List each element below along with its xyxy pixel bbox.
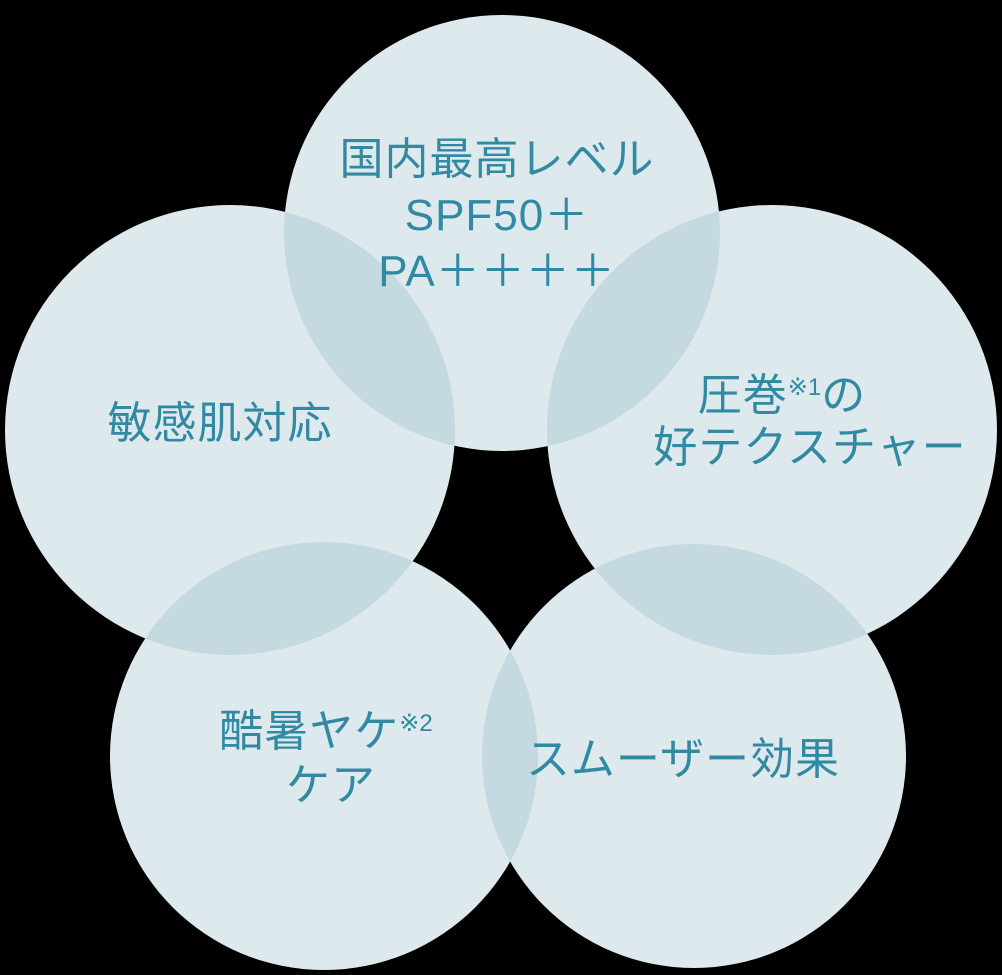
label-right-line2: 好テクスチャー	[653, 423, 967, 472]
label-right-line1-main: 圧巻	[697, 371, 788, 420]
label-bottom-left-line1: 酷暑ヤケ※2	[106, 705, 546, 759]
label-left-line1: 敏感肌対応	[107, 399, 333, 448]
label-top-line1: 国内最高レベル	[339, 135, 655, 184]
footnote-marker-1: ※1	[787, 374, 822, 401]
overlap-top-right-lens	[547, 205, 720, 451]
label-right-line1: 圧巻※1の	[562, 370, 1002, 422]
label-bottom-left-line2: ケア	[286, 761, 376, 810]
overlap-top-left-lens	[284, 205, 455, 451]
label-bottom-left-line1-main: 酷暑ヤケ	[219, 707, 400, 756]
label-bottom-right-line1: スムーザー効果	[525, 735, 841, 784]
footnote-marker-2: ※2	[399, 710, 433, 737]
label-right-line1-tail: の	[821, 371, 867, 420]
label-top-line2: SPF50＋	[404, 191, 590, 240]
label-top-line3: PA＋＋＋＋	[378, 247, 616, 296]
